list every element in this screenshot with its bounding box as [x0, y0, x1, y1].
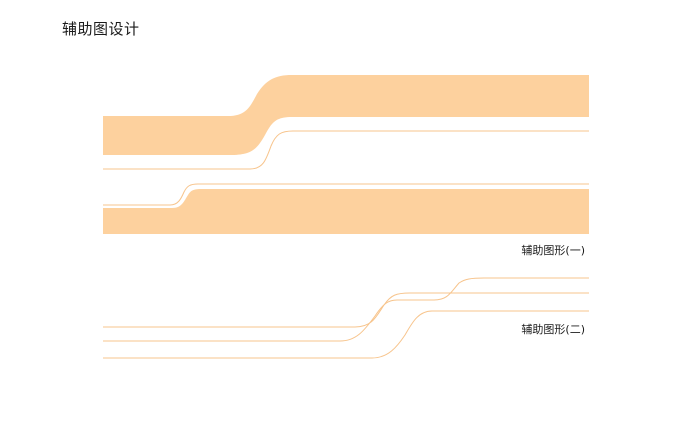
- page-title: 辅助图设计: [62, 20, 140, 38]
- thin-stepped-line-lower: [103, 183, 589, 206]
- auxiliary-graphic-1: [103, 75, 589, 234]
- thin-stepped-line-upper: [103, 130, 589, 170]
- caption-auxiliary-graphic-2: 辅助图形(二): [521, 323, 585, 336]
- caption-auxiliary-graphic-1: 辅助图形(一): [521, 244, 585, 257]
- stepped-line-3: [103, 310, 589, 359]
- stepped-line-2: [103, 277, 589, 342]
- large-stepped-band: [103, 75, 589, 155]
- small-stepped-band: [103, 189, 589, 234]
- auxiliary-graphic-2: [103, 277, 589, 359]
- stepped-line-1: [103, 292, 589, 328]
